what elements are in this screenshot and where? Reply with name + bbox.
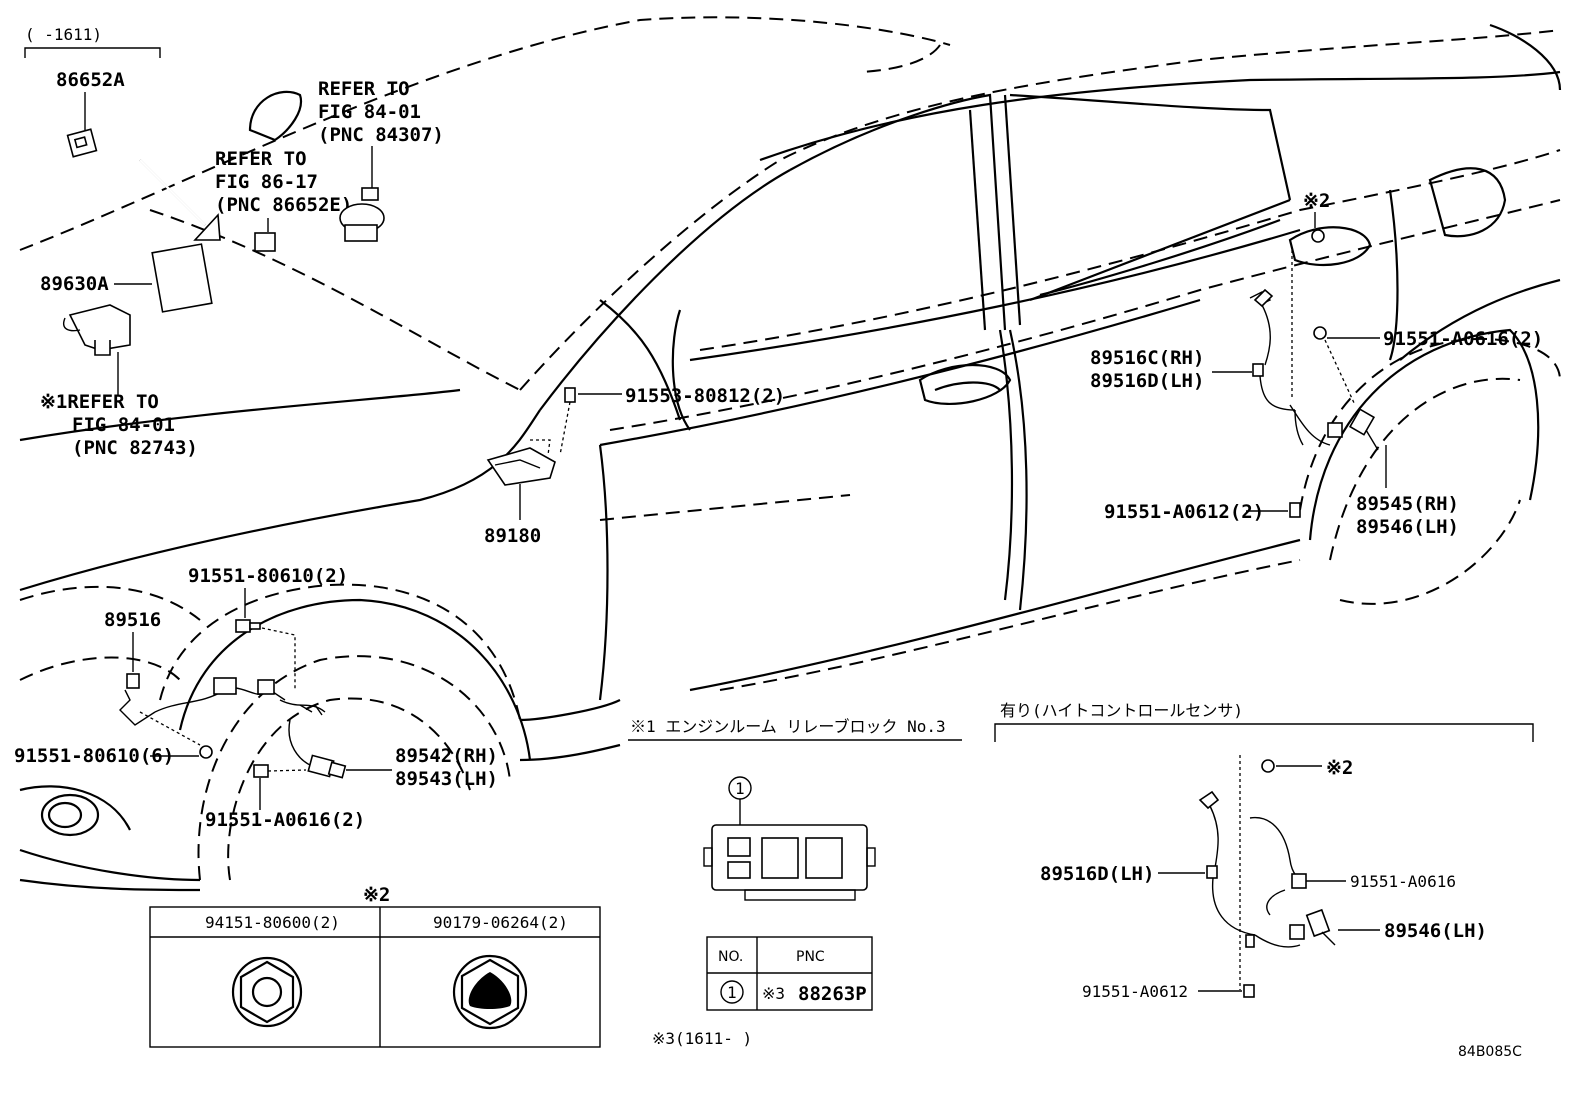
- part-label-91551-A0616-rear: 91551-A0616(2): [1383, 328, 1543, 350]
- note2-col-2: 90179-06264(2): [433, 913, 568, 932]
- refer-86-17-line2: FIG 86-17: [215, 171, 318, 193]
- part-label-89545: 89545(RH): [1356, 493, 1459, 515]
- part-label-89546: 89546(LH): [1356, 516, 1459, 538]
- part-label-89516D: 89516D(LH): [1090, 370, 1204, 392]
- note2-label-top: ※2: [1303, 190, 1330, 212]
- relay-block-title: ※1 エンジンルーム リレーブロック No.3: [630, 717, 946, 736]
- refer-84-01-b-line2: FIG 84-01: [72, 414, 175, 436]
- relay-table-row-note: ※3: [762, 984, 785, 1003]
- connector-86652E-icon: [254, 232, 276, 252]
- height-sensor-91551-A0616: 91551-A0616: [1350, 872, 1456, 891]
- relay-note3: ※3(1611- ): [652, 1029, 752, 1048]
- part-label-86652A: 86652A: [56, 69, 125, 91]
- direction-arrow-icon: [139, 159, 221, 241]
- nut-note2-icon: [1311, 229, 1325, 243]
- relay-table-row-no: 1: [727, 983, 737, 1002]
- sensor-89180-icon: [486, 447, 556, 486]
- relay-callout-number: 1: [735, 779, 745, 798]
- refer-84-01-b-line3: (PNC 82743): [72, 437, 198, 459]
- part-label-91551-A0616-front: 91551-A0616(2): [205, 809, 365, 831]
- part-label-89516C: 89516C(RH): [1090, 347, 1204, 369]
- bolt-91551-A0616-front-icon: [253, 764, 269, 778]
- connector-86652A-icon: [66, 128, 98, 158]
- relay-block-section: ※1 エンジンルーム リレーブロック No.3 1 NO. PNC 1 ※3 8…: [628, 717, 962, 1048]
- relay-table-row-pnc: 88263P: [798, 983, 867, 1005]
- part-label-89543: 89543(LH): [395, 768, 498, 790]
- note2-table-title: ※2: [363, 884, 390, 906]
- date-range-label: ( -1611): [25, 25, 102, 44]
- part-label-91553: 91553-80812(2): [625, 385, 785, 407]
- harness-89516-icon: [119, 673, 347, 779]
- part-label-89180: 89180: [484, 525, 541, 547]
- relay-block-82743-icon: [63, 304, 131, 356]
- harness-89516C-icon: [1249, 288, 1379, 451]
- part-label-91551-80610-6: 91551-80610(6): [14, 745, 174, 767]
- bolt-91551-80610-6-icon: [199, 745, 213, 759]
- bolt-91551-A0612-icon: [1289, 502, 1301, 518]
- car-body-outline: [19, 16, 1562, 892]
- part-label-89542: 89542(RH): [395, 745, 498, 767]
- bolt-91553-icon: [564, 387, 576, 403]
- bolt-91551-A0616-rear-icon: [1313, 326, 1327, 340]
- harness-89516D-box-icon: [1198, 790, 1336, 948]
- bolt-91551-A0612-box-icon: [1243, 984, 1255, 998]
- height-sensor-89516D: 89516D(LH): [1040, 863, 1154, 885]
- part-label-91551-80610-2: 91551-80610(2): [188, 565, 348, 587]
- refer-84-01-a-line3: (PNC 84307): [318, 124, 444, 146]
- nut-note2-box-icon: [1261, 759, 1275, 773]
- push-nut-icon: [452, 954, 528, 1030]
- relay-block-no3-icon: [703, 824, 876, 901]
- refer-86-17-line1: REFER TO: [215, 148, 307, 170]
- date-range-bracket: [24, 47, 161, 58]
- mirror-outline: [248, 90, 303, 142]
- refer-86-17-line3: (PNC 86652E): [215, 194, 352, 216]
- spiral-cable-icon: [339, 187, 385, 242]
- part-label-91551-A0612: 91551-A0612(2): [1104, 501, 1264, 523]
- part-label-89630A: 89630A: [40, 273, 109, 295]
- flange-nut-icon: [231, 956, 303, 1028]
- relay-table-header-no: NO.: [718, 949, 743, 965]
- part-label-89516: 89516: [104, 609, 161, 631]
- figure-code: 84B085C: [1458, 1044, 1522, 1060]
- height-sensor-note2: ※2: [1326, 757, 1353, 779]
- height-sensor-91551-A0612: 91551-A0612: [1082, 982, 1188, 1001]
- ecu-89630A-icon: [151, 243, 213, 313]
- note2-col-1: 94151-80600(2): [205, 913, 340, 932]
- refer-84-01-b-line1: ※1REFER TO: [40, 391, 159, 413]
- refer-84-01-a-line1: REFER TO: [318, 78, 410, 100]
- height-sensor-title: 有り(ハイトコントロールセンサ): [1000, 701, 1243, 720]
- bolt-91551-80610-icon: [235, 619, 261, 633]
- note2-fastener-table: ※2 94151-80600(2) 90179-06264(2): [149, 884, 601, 1048]
- height-sensor-89546: 89546(LH): [1384, 920, 1487, 942]
- relay-table-header-pnc: PNC: [796, 949, 825, 965]
- height-sensor-section: 有り(ハイトコントロールセンサ) ※2 89516D(LH) 91551-A06…: [994, 701, 1534, 1001]
- refer-84-01-a-line2: FIG 84-01: [318, 101, 421, 123]
